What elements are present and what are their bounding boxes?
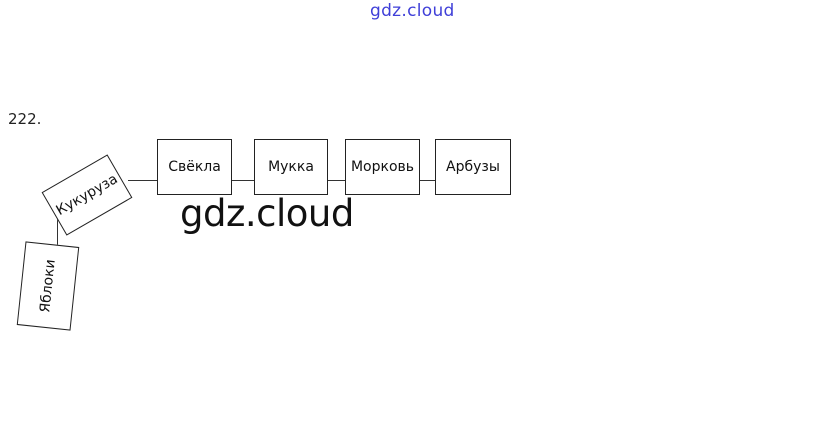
connector-kukuruza-svekla xyxy=(128,180,158,181)
problem-number: 222. xyxy=(8,110,42,128)
node-yabloki: Яблоки xyxy=(16,241,80,331)
watermark-mid: gdz.cloud xyxy=(180,192,354,235)
connector-morkov-arbuzy xyxy=(419,180,436,181)
node-morkov: Морковь xyxy=(345,139,420,195)
connector-mukka-morkov xyxy=(327,180,346,181)
connector-kukuruza-yabloki xyxy=(57,214,58,248)
connector-svekla-mukka xyxy=(231,180,255,181)
node-arbuzy: Арбузы xyxy=(435,139,511,195)
node-kukuruza: Кукуруза xyxy=(41,154,133,236)
watermark-top: gdz.cloud xyxy=(370,1,455,21)
node-mukka: Мукка xyxy=(254,139,328,195)
node-svekla: Свёкла xyxy=(157,139,232,195)
